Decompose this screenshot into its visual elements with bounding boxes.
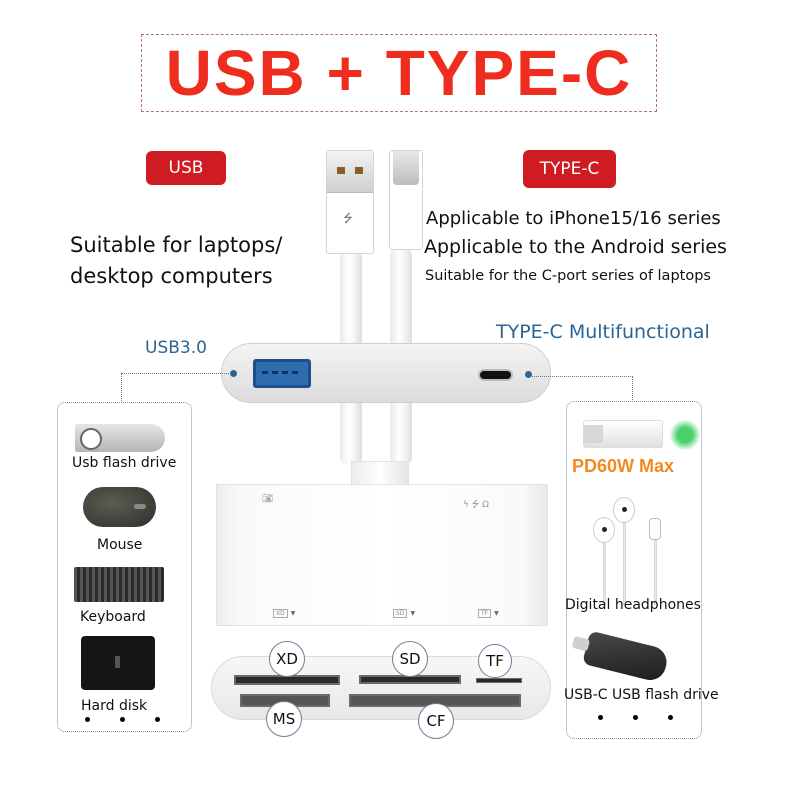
more-devices-dots-right	[598, 715, 673, 720]
camera-icon: 📷︎	[262, 494, 274, 504]
title-box: USB + TYPE-C	[141, 34, 657, 112]
usb-description: Suitable for laptops/ desktop computers	[70, 230, 282, 292]
sd-tag: SD▼	[393, 609, 415, 618]
hard-disk-label: Hard disk	[81, 698, 148, 714]
typec-description-line2: Applicable to the Android series	[424, 236, 727, 258]
mouse-icon	[83, 487, 156, 527]
page-title: USB + TYPE-C	[165, 37, 633, 109]
pd-charging-label: PD60W Max	[572, 456, 675, 476]
typec-badge: TYPE-C	[523, 150, 616, 188]
usb-c-plug-icon	[389, 150, 423, 250]
mouse-label: Mouse	[97, 537, 143, 553]
hard-disk-icon	[81, 636, 155, 690]
typec-devices-panel	[566, 401, 702, 739]
usb-c-flash-drive-label: USB-C USB flash drive	[564, 687, 719, 703]
xd-tag: XD▼	[273, 609, 295, 618]
usb-badge: USB	[146, 151, 226, 185]
usb-description-line1: Suitable for laptops/	[70, 233, 283, 257]
digital-headphones-label: Digital headphones	[565, 597, 701, 613]
keyboard-label: Keyboard	[80, 609, 146, 625]
charge-usb-headphone-icons: ϟ ⭍ Ω	[463, 500, 490, 510]
xd-slot-label: XD	[269, 641, 305, 677]
card-reader-body	[216, 484, 548, 626]
typec-connector-dot	[525, 371, 532, 378]
typec-connector-line	[530, 376, 633, 377]
usb-description-line2: desktop computers	[70, 264, 273, 288]
cf-slot-label: CF	[418, 703, 454, 739]
tf-slot	[476, 678, 522, 683]
usb-flash-drive-label: Usb flash drive	[72, 455, 177, 471]
charging-glow-icon	[670, 420, 700, 450]
usb3-connector-line	[121, 373, 231, 374]
usb-flash-drive-icon	[75, 424, 165, 452]
usb3-port	[253, 359, 311, 388]
typec-description-line1: Applicable to iPhone15/16 series	[426, 208, 721, 229]
tf-slot-label: TF	[478, 644, 512, 678]
usb3-connector-dot	[230, 370, 237, 377]
usb-a-plug-icon: ⭍	[326, 150, 374, 254]
typec-port	[478, 369, 513, 381]
tf-tag: TF▼	[478, 609, 499, 618]
headphone-wire	[654, 540, 657, 605]
more-devices-dots	[85, 717, 160, 722]
usb3-label: USB3.0	[145, 338, 207, 358]
ms-slot-label: MS	[266, 701, 302, 737]
sd-slot-label: SD	[392, 641, 428, 677]
hub-neck	[351, 461, 409, 486]
keyboard-icon	[74, 567, 164, 602]
pd-charger-plug-icon	[583, 420, 663, 448]
headphone-usb-c-plug-icon	[649, 518, 661, 540]
typec-multifunctional-label: TYPE-C Multifunctional	[496, 321, 710, 343]
usb3-connector-line-v	[121, 373, 122, 403]
typec-description-line3: Suitable for the C-port series of laptop…	[425, 268, 711, 284]
typec-connector-line-v	[632, 376, 633, 402]
